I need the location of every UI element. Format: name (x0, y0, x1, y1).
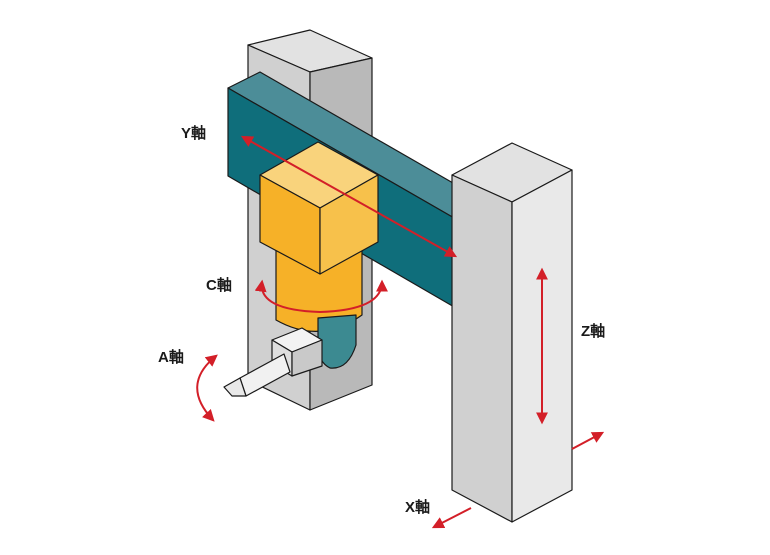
a-axis-label: A軸 (158, 348, 184, 366)
x-axis-label: X軸 (405, 498, 430, 516)
z-axis-label: Z軸 (581, 322, 605, 340)
y-axis-label: Y軸 (181, 124, 206, 142)
front-column (451, 142, 573, 523)
y-axis-arrow (240, 135, 458, 258)
x-axis-arrow-front (431, 507, 472, 529)
a-axis-rotation-arrow (196, 354, 218, 422)
tool-holder (223, 327, 323, 397)
x-axis-arrow-back (571, 431, 605, 450)
c-axis-rotation-arrow (254, 279, 388, 314)
c-axis-label: C軸 (206, 276, 232, 294)
